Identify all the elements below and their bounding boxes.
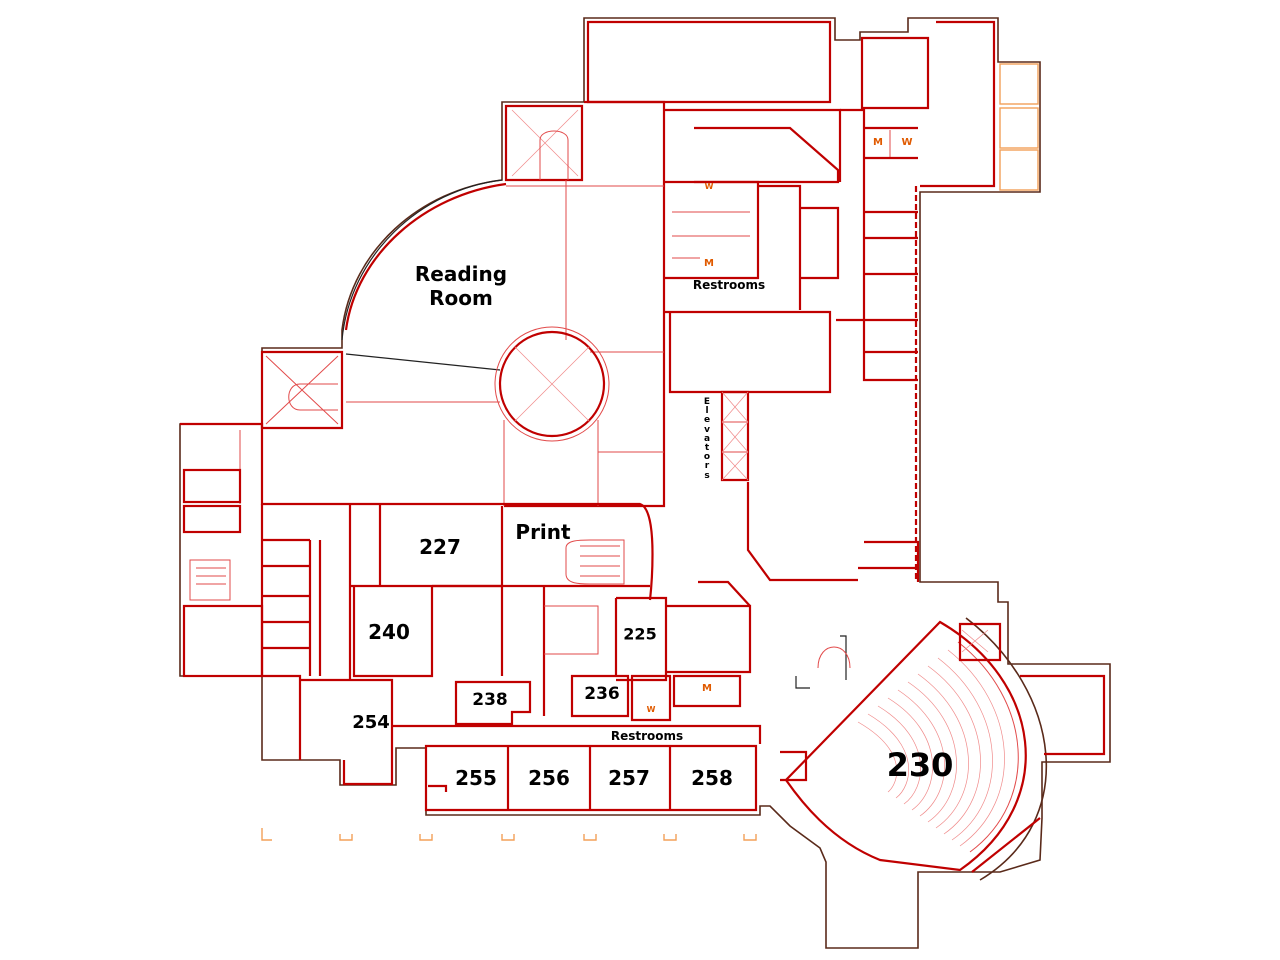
women-restroom-marker: W xyxy=(646,705,656,715)
women-restroom-marker: W xyxy=(901,137,913,148)
room-label-256: 256 xyxy=(528,766,570,790)
reading-room-area xyxy=(180,100,666,601)
auditorium xyxy=(780,617,1106,881)
room-label-240: 240 xyxy=(368,620,410,644)
south-central-rooms xyxy=(350,506,762,744)
room-label-254: 254 xyxy=(352,712,390,734)
room-label-238: 238 xyxy=(472,689,508,710)
room-label-227: 227 xyxy=(419,535,461,559)
men-restroom-marker: M xyxy=(702,683,712,694)
room-label-257: 257 xyxy=(608,766,650,790)
women-restroom-marker: W xyxy=(704,182,714,192)
room-label-print: Print xyxy=(515,520,571,544)
men-restroom-marker: M xyxy=(873,137,883,148)
west-wing xyxy=(182,468,394,786)
room-label-230: 230 xyxy=(886,745,954,784)
restrooms-label-lower: Restrooms xyxy=(610,728,684,743)
print-stair xyxy=(580,545,620,577)
classrooms-row xyxy=(424,744,758,812)
room-label-255: 255 xyxy=(455,766,497,790)
room-label-258: 258 xyxy=(691,766,733,790)
elevators-label: E l e v a t o r s xyxy=(703,397,711,481)
room-label-225: 225 xyxy=(623,624,657,644)
exterior-columns xyxy=(261,63,1039,841)
restrooms-label-upper: Restrooms xyxy=(692,277,766,292)
room-label-236: 236 xyxy=(584,683,620,704)
building-outline xyxy=(179,17,1111,949)
men-restroom-marker: M xyxy=(704,258,714,269)
east-wing xyxy=(664,108,920,582)
